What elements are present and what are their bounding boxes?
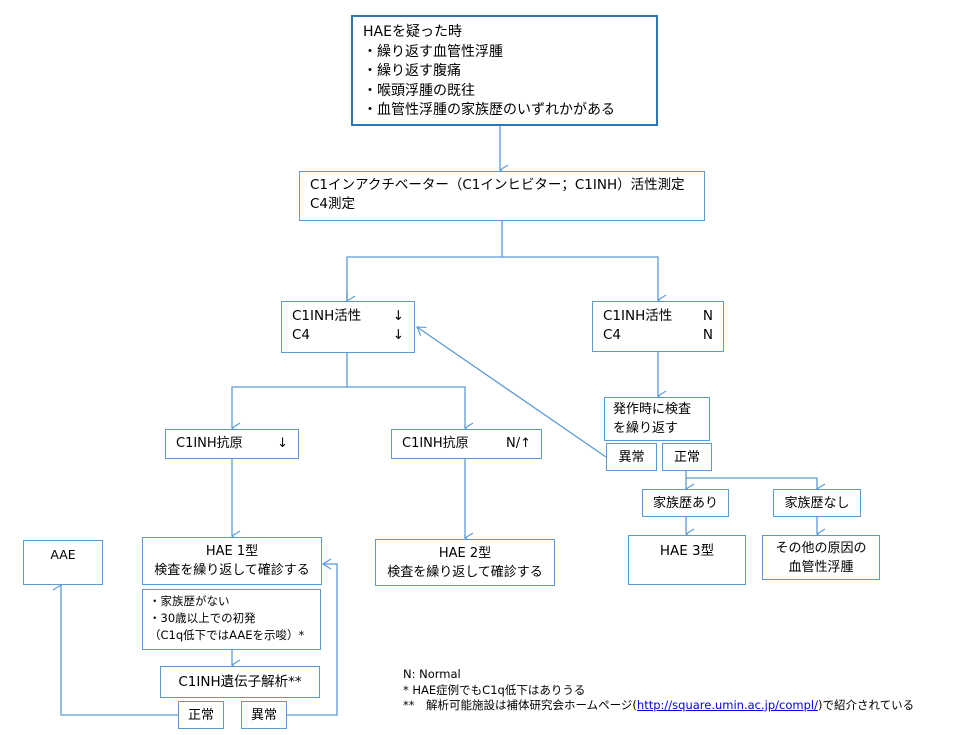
start-box: HAEを疑った時 ・繰り返す血管性浮腫 ・繰り返す腹痛 ・喉頭浮腫の既往 ・血管… xyxy=(351,15,658,126)
start-item: ・血管性浮腫の家族歴のいずれかがある xyxy=(363,102,615,118)
connector-normal-right xyxy=(686,477,826,495)
retest-normal-box: 正常 xyxy=(662,443,712,471)
start-item: ・繰り返す血管性浮腫 xyxy=(363,43,503,60)
normal-c4-label: C4 xyxy=(603,327,622,343)
connector-measure-right xyxy=(502,256,667,306)
other-cause-box: その他の原因の 血管性浮腫 xyxy=(762,535,880,580)
criteria-item: ・30歳以上での初発 xyxy=(149,611,256,625)
antigen-low-value: ↓ xyxy=(277,436,288,451)
family-yes-label: 家族歴あり xyxy=(652,495,718,511)
hae1-line1: HAE 1型 xyxy=(205,544,259,559)
arrow-abnormal-to-low-activity xyxy=(416,326,607,458)
gene-analysis-label: C1INH遺伝子解析** xyxy=(178,673,302,690)
hae2-line1: HAE 2型 xyxy=(438,545,492,561)
hae2-box: HAE 2型 検査を繰り返して確診する xyxy=(375,539,555,586)
hae1-box: HAE 1型 検査を繰り返して確診する xyxy=(142,537,322,585)
connector-low-split xyxy=(230,353,348,434)
retest-abnormal-box: 異常 xyxy=(606,443,657,471)
normal-activity-box: C1INH活性 N C4 N xyxy=(592,301,724,352)
start-title: HAEを疑った時 xyxy=(363,24,462,40)
note-star1: * HAE症例でもC1q低下はありうる xyxy=(403,682,586,697)
normal-c4-value: N xyxy=(702,327,713,343)
footnotes: N: Normal * HAE症例でもC1q低下はありうる ** 解析可能施設は… xyxy=(403,667,914,714)
gene-normal-box: 正常 xyxy=(178,701,224,729)
criteria-item: （C1q低下ではAAEを示唆）* xyxy=(149,628,305,642)
hae3-label: HAE 3型 xyxy=(659,543,715,559)
start-item: ・喉頭浮腫の既往 xyxy=(363,82,475,99)
arrow-gene-abnormal-to-hae1 xyxy=(287,558,338,716)
low-c4-label: C4 xyxy=(292,327,311,343)
low-activity-box: C1INH活性 ↓ C4 ↓ xyxy=(281,301,415,353)
normal-activity-label: C1INH活性 xyxy=(603,308,673,324)
measure-line2: C4測定 xyxy=(310,196,356,212)
retest-line1: 発作時に検査 xyxy=(613,402,692,417)
note-star2-suffix: )で紹介されている xyxy=(817,698,915,712)
other-cause-line1: その他の原因の xyxy=(775,540,867,556)
family-yes-box: 家族歴あり xyxy=(642,489,729,517)
start-item: ・繰り返す腹痛 xyxy=(363,63,461,79)
arrow-gene-normal-to-aae xyxy=(52,579,178,716)
hae2-line2: 検査を繰り返して確診する xyxy=(387,564,543,580)
antigen-low-box: C1INH抗原 ↓ xyxy=(165,429,299,459)
measure-line1: C1インアクチベーター（C1インヒビター；C1INH）活性測定 xyxy=(310,177,685,193)
gene-normal-label: 正常 xyxy=(187,707,214,723)
note-normal: N: Normal xyxy=(403,667,461,681)
aae-box: AAE xyxy=(23,540,103,585)
society-homepage-link[interactable]: http://square.umin.ac.jp/compl/ xyxy=(636,698,818,712)
criteria-item: ・家族歴がない xyxy=(149,594,230,608)
retest-abnormal-label: 異常 xyxy=(618,449,645,465)
antigen-normal-value: N/↑ xyxy=(506,436,531,451)
retest-box: 発作時に検査 を繰り返す xyxy=(604,397,710,441)
gene-analysis-box: C1INH遺伝子解析** xyxy=(160,666,320,698)
low-c4-value: ↓ xyxy=(392,327,404,343)
antigen-normal-box: C1INH抗原 N/↑ xyxy=(391,429,542,459)
family-no-box: 家族歴なし xyxy=(773,489,861,517)
low-activity-label: C1INH活性 xyxy=(292,308,362,324)
aae-criteria-box: ・家族歴がない ・30歳以上での初発 （C1q低下ではAAEを示唆）* xyxy=(142,589,321,650)
retest-line2: を繰り返す xyxy=(613,421,679,436)
note-star2: ** 解析可能施設は補体研究会ホームページ(http://square.umin… xyxy=(403,698,914,714)
family-no-label: 家族歴なし xyxy=(784,495,850,511)
connector-low-right xyxy=(347,386,474,434)
low-activity-value: ↓ xyxy=(392,308,404,324)
antigen-normal-label: C1INH抗原 xyxy=(402,436,469,451)
antigen-low-label: C1INH抗原 xyxy=(176,436,243,451)
gene-abnormal-box: 異常 xyxy=(241,701,287,729)
hae1-line2: 検査を繰り返して確診する xyxy=(154,563,310,578)
retest-normal-label: 正常 xyxy=(673,449,700,465)
connector-measure-split xyxy=(346,221,503,300)
hae3-box: HAE 3型 xyxy=(628,535,746,585)
note-star2-prefix: ** 解析可能施設は補体研究会ホームページ( xyxy=(403,698,637,712)
other-cause-line2: 血管性浮腫 xyxy=(788,559,854,575)
normal-activity-value: N xyxy=(702,308,713,324)
aae-label: AAE xyxy=(50,547,76,562)
measure-box: C1インアクチベーター（C1インヒビター；C1INH）活性測定 C4測定 xyxy=(299,171,705,221)
gene-abnormal-label: 異常 xyxy=(250,707,277,723)
